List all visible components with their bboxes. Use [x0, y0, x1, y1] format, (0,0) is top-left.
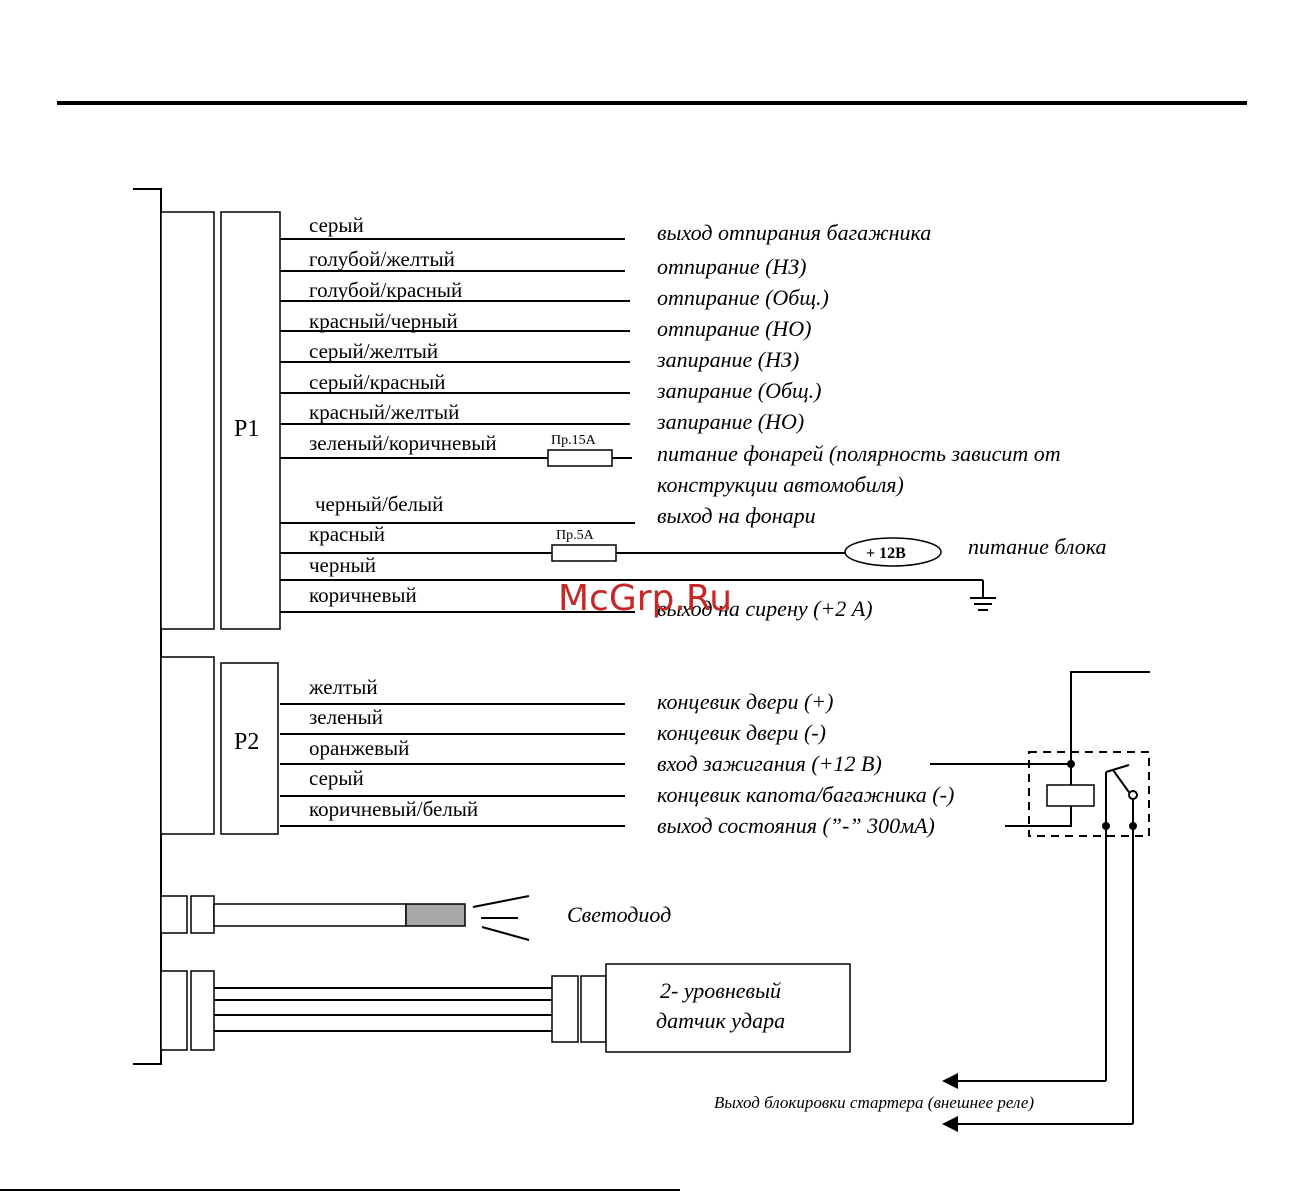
- p2-wire-function: концевик двери (+): [657, 689, 833, 714]
- led-light-ray: [472, 895, 530, 908]
- fuse-15a-label: Пр.15А: [551, 433, 597, 448]
- p2-socket: [160, 656, 215, 835]
- p1-socket: [160, 211, 215, 630]
- p1-wire-function: выход на сирену (+2 А): [657, 596, 873, 621]
- watermark: McGrp.Ru: [558, 578, 732, 619]
- sensor-cable-plug: [551, 975, 579, 1043]
- p2-wire-color: оранжевый: [309, 736, 409, 760]
- p1-wire-color: серый/желтый: [309, 339, 438, 363]
- p2-wire-function: концевик капота/багажника (-): [657, 782, 954, 807]
- p1-label: P1: [234, 416, 259, 442]
- p1-wire-function: запирание (Общ.): [656, 378, 821, 403]
- sensor-plug: [190, 970, 215, 1051]
- relay-switch-blade: [1112, 769, 1132, 796]
- p2-wire-function: выход состояния (”-” 300мА): [657, 813, 935, 838]
- p1-wire-function: выход на фонари: [657, 503, 816, 528]
- p1-wire-color: красный/черный: [309, 309, 458, 333]
- p1-wire-function: отпирание (НЗ): [657, 254, 807, 279]
- p1-wire-color: серый: [309, 213, 364, 237]
- p2-wire-color: желтый: [308, 675, 378, 699]
- external-relay-outline: [1028, 751, 1150, 837]
- p2-wire-color: зеленый: [309, 705, 383, 729]
- p2-wire-color: серый: [309, 766, 364, 790]
- p1-wire-color: черный/белый: [315, 492, 443, 516]
- p1-wire-color: голубой/красный: [309, 278, 462, 302]
- led-cable: [213, 903, 407, 927]
- ground-icon: [970, 580, 996, 611]
- relay-switch-arm: [1105, 764, 1130, 773]
- p2-plug: [220, 662, 279, 835]
- p2-wire-function: концевик двери (-): [657, 720, 826, 745]
- arrow-left-icon: [942, 1073, 958, 1089]
- relay-coil-wire: [1070, 671, 1150, 827]
- relay-contact: [1128, 790, 1138, 800]
- p1-wire-function: отпирание (Общ.): [657, 285, 829, 310]
- sensor-socket: [160, 970, 188, 1051]
- arrow-left-icon: [942, 1116, 958, 1132]
- p2-wire-color: коричневый/белый: [309, 797, 478, 821]
- p1-wire-color: красный/желтый: [309, 400, 459, 424]
- p1-wire-color: зеленый/коричневый: [309, 431, 497, 455]
- fuse-5a-label: Пр.5А: [556, 528, 595, 543]
- p2-wire-function: вход зажигания (+12 В): [657, 751, 882, 776]
- p1-wire-function: питание фонарей (полярность зависит от: [657, 441, 1061, 466]
- p1-wire-function: отпирание (НО): [657, 316, 812, 341]
- led-light-ray: [481, 926, 530, 941]
- shock-sensor-box: [605, 963, 851, 1053]
- p1-wire-function: запирание (НО): [656, 409, 804, 434]
- shock-sensor-line2: датчик удара: [656, 1008, 785, 1033]
- plus-12v-source: [844, 537, 942, 567]
- junction-dot: [1102, 822, 1110, 830]
- junction-dot: [1067, 760, 1075, 768]
- p1-wire-color: серый/красный: [309, 370, 446, 394]
- p1-wire-color: коричневый: [309, 583, 417, 607]
- junction-dot: [1129, 822, 1137, 830]
- unit-bracket: [133, 188, 162, 1065]
- p1-wire-function: запирание (НЗ): [656, 347, 799, 372]
- starter-block-label: Выход блокировки стартера (внешнее реле): [714, 1093, 1034, 1112]
- plus-12v-label: + 12В: [866, 545, 906, 562]
- shock-sensor-line1: 2- уровневый: [660, 978, 781, 1003]
- p1-wire-color: черный: [309, 553, 376, 577]
- p1-wire-color: голубой/желтый: [309, 247, 455, 271]
- top-rule: [57, 101, 1247, 105]
- led-plug: [190, 895, 215, 934]
- p1-wire-function-cont: конструкции автомобиля): [657, 472, 904, 497]
- led-label: Светодиод: [567, 902, 671, 927]
- sensor-cable-socket: [580, 975, 607, 1043]
- fuse-15a: [547, 449, 613, 467]
- relay-coil: [1046, 784, 1095, 807]
- p2-label: P2: [234, 729, 259, 755]
- fuse-5a: [551, 544, 617, 562]
- p1-wire-color: красный: [309, 522, 385, 546]
- p1-wire-function: выход отпирания багажника: [657, 220, 931, 245]
- p1-plug: [220, 211, 281, 630]
- led-icon: [405, 903, 466, 927]
- led-socket: [160, 895, 188, 934]
- p1-wire-function: питание блока: [968, 534, 1106, 559]
